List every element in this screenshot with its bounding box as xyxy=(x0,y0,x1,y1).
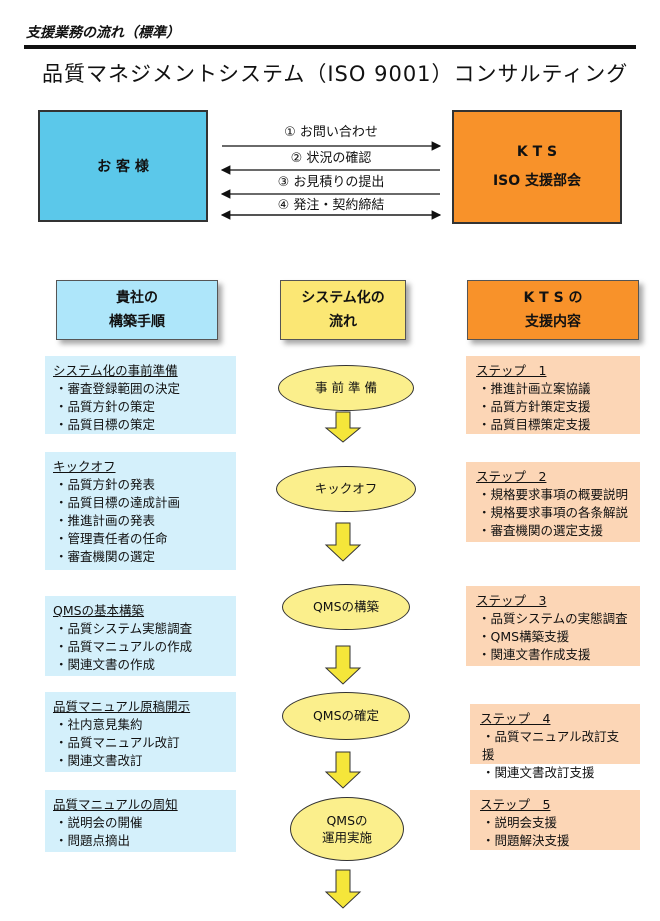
flow-oval-preparation: 事 前 準 備 xyxy=(278,365,414,411)
kts-department: ISO 支援部会 xyxy=(492,173,582,189)
flow-oval-label: QMSの構築 xyxy=(312,599,380,615)
kts-step-item: 品質目標策定支援 xyxy=(476,416,630,434)
kts-step-box-3: ステップ 3 品質システムの実態調査 QMS構築支援 関連文書作成支援 xyxy=(466,586,640,666)
kts-step-item: 品質方針策定支援 xyxy=(476,398,630,416)
kts-step-item: 規格要求事項の概要説明 xyxy=(476,486,630,504)
client-step-item: 審査登録範囲の決定 xyxy=(53,380,228,398)
kts-step-title: ステップ 4 xyxy=(480,711,551,726)
client-step-item: 品質方針の発表 xyxy=(53,476,228,494)
client-step-box-2: キックオフ 品質方針の発表 品質目標の達成計画 推進計画の発表 管理責任者の任命… xyxy=(45,452,236,570)
client-step-item: 審査機関の選定 xyxy=(53,548,228,566)
client-step-item: 品質マニュアルの作成 xyxy=(53,638,228,656)
flow-arrow-4 xyxy=(324,751,362,789)
client-step-title: QMSの基本構築 xyxy=(53,603,145,618)
flow-oval-label: QMSの xyxy=(326,812,368,828)
client-step-item: 推進計画の発表 xyxy=(53,512,228,530)
client-step-title: キックオフ xyxy=(53,459,116,474)
column-header-line: K T S の xyxy=(523,289,583,306)
client-step-item: 社内意見集約 xyxy=(53,716,228,734)
customer-label: お 客 様 xyxy=(97,159,149,175)
page-title: 品質マネジメントシステム（ISO 9001）コンサルティング xyxy=(42,62,629,86)
kts-step-item: 品質マニュアル改訂支援 xyxy=(480,728,630,764)
header-rule xyxy=(24,45,636,49)
client-step-item: 関連文書改訂 xyxy=(53,752,228,770)
column-header-kts-support: K T S の 支援内容 xyxy=(467,280,639,340)
flow-oval-label: 事 前 準 備 xyxy=(315,380,377,396)
flow-oval-label: キックオフ xyxy=(314,481,378,497)
flow-arrow-5 xyxy=(324,869,362,909)
kts-step-title: ステップ 5 xyxy=(480,797,551,812)
client-step-box-5: 品質マニュアルの周知 説明会の開催 問題点摘出 xyxy=(45,790,236,852)
flow-arrow-2 xyxy=(324,522,362,562)
flow-oval-label: 運用実施 xyxy=(321,830,372,845)
flow-arrow-1 xyxy=(324,411,362,443)
exchange-step-1: ① お問い合わせ xyxy=(284,125,378,140)
flow-oval-kickoff: キックオフ xyxy=(276,466,416,512)
kts-step-box-5: ステップ 5 説明会支援 問題解決支援 xyxy=(470,790,640,850)
flow-oval-label: QMSの確定 xyxy=(312,708,380,724)
client-step-item: 品質方針の策定 xyxy=(53,398,228,416)
kts-step-item: 問題解決支援 xyxy=(480,832,630,850)
client-step-title: 品質マニュアルの周知 xyxy=(53,797,178,812)
kts-step-box-2: ステップ 2 規格要求事項の概要説明 規格要求事項の各条解説 審査機関の選定支援 xyxy=(466,462,640,542)
client-step-title: システム化の事前準備 xyxy=(53,363,178,378)
section-label: 支援業務の流れ（標準） xyxy=(26,25,180,41)
column-header-line: システム化の xyxy=(301,289,385,306)
kts-step-title: ステップ 2 xyxy=(476,469,547,484)
column-header-line: 構築手順 xyxy=(109,314,165,330)
flow-arrow-3 xyxy=(324,645,362,685)
client-step-box-1: システム化の事前準備 審査登録範囲の決定 品質方針の策定 品質目標の策定 xyxy=(45,356,236,434)
exchange-step-4: ④ 発注・契約締結 xyxy=(277,198,385,213)
kts-name: K T S xyxy=(516,144,558,160)
column-header-line: 貴社の xyxy=(116,289,158,306)
client-step-item: 品質マニュアル改訂 xyxy=(53,734,228,752)
exchange-step-3: ③ お見積りの提出 xyxy=(277,175,385,190)
kts-step-item: 関連文書作成支援 xyxy=(476,646,630,664)
client-step-item: 品質目標の達成計画 xyxy=(53,494,228,512)
client-step-item: 管理責任者の任命 xyxy=(53,530,228,548)
column-header-client-procedure: 貴社の 構築手順 xyxy=(56,280,218,340)
client-step-box-3: QMSの基本構築 品質システム実態調査 品質マニュアルの作成 関連文書の作成 xyxy=(45,596,236,676)
flow-oval-qms-build: QMSの構築 xyxy=(282,584,410,630)
column-header-line: 流れ xyxy=(329,314,357,330)
client-step-title: 品質マニュアル原稿開示 xyxy=(53,699,191,714)
kts-step-item: 規格要求事項の各条解説 xyxy=(476,504,630,522)
kts-step-item: 推進計画立案協議 xyxy=(476,380,630,398)
kts-step-item: 説明会支援 xyxy=(480,814,630,832)
client-step-item: 問題点摘出 xyxy=(53,832,228,850)
client-step-box-4: 品質マニュアル原稿開示 社内意見集約 品質マニュアル改訂 関連文書改訂 xyxy=(45,692,236,772)
exchange-step-2: ② 状況の確認 xyxy=(290,151,372,166)
kts-step-box-1: ステップ 1 推進計画立案協議 品質方針策定支援 品質目標策定支援 xyxy=(466,356,640,434)
kts-step-item: 審査機関の選定支援 xyxy=(476,522,630,540)
customer-box: お 客 様 xyxy=(38,110,208,222)
client-step-item: 関連文書の作成 xyxy=(53,656,228,674)
kts-box: K T S ISO 支援部会 xyxy=(452,110,622,224)
column-header-line: 支援内容 xyxy=(525,314,581,330)
kts-step-title: ステップ 3 xyxy=(476,593,547,608)
kts-step-box-4: ステップ 4 品質マニュアル改訂支援 関連文書改訂支援 xyxy=(470,704,640,780)
kts-step-item: 関連文書改訂支援 xyxy=(480,764,630,782)
kts-step-item: QMS構築支援 xyxy=(476,628,630,646)
column-header-system-flow: システム化の 流れ xyxy=(280,280,406,340)
kts-step-item: 品質システムの実態調査 xyxy=(476,610,630,628)
flow-oval-qms-operation: QMSの 運用実施 xyxy=(290,797,404,861)
client-step-item: 品質目標の策定 xyxy=(53,416,228,434)
client-step-item: 説明会の開催 xyxy=(53,814,228,832)
kts-step-title: ステップ 1 xyxy=(476,363,547,378)
flow-oval-qms-finalize: QMSの確定 xyxy=(282,692,410,740)
client-step-item: 品質システム実態調査 xyxy=(53,620,228,638)
